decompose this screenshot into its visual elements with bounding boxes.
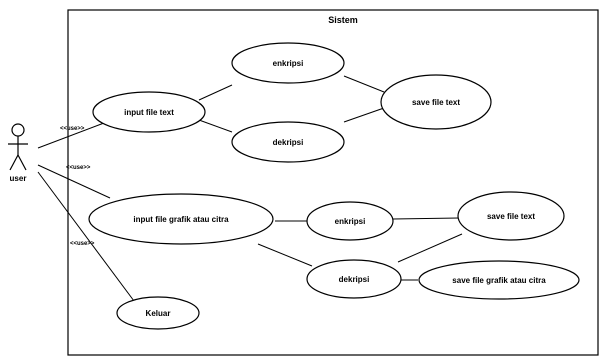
- relation-enkripsi2-save: [392, 217, 460, 220]
- stereotype-label-input-text: <<use>>: [60, 126, 85, 132]
- label-enkripsi-1: enkripsi: [273, 59, 304, 68]
- use-case-save-text-2[interactable]: [457, 191, 565, 241]
- use-case-dekripsi-2[interactable]: [306, 259, 402, 299]
- association-keluar: [37, 171, 135, 302]
- system-boundary: [67, 9, 599, 356]
- system-title: Sistem: [328, 15, 358, 25]
- use-case-dekripsi-1[interactable]: [231, 121, 345, 163]
- association-input-graphic: [37, 164, 111, 199]
- label-enkripsi-2: enkripsi: [335, 217, 366, 226]
- label-dekripsi-2: dekripsi: [339, 275, 370, 284]
- stereotype-label-keluar: <<use>>: [70, 241, 95, 247]
- relation-input-graphic-dekripsi: [257, 243, 313, 267]
- relation-enkripsi-save: [343, 75, 385, 93]
- use-case-enkripsi-2[interactable]: [306, 201, 394, 241]
- label-input-text: input file text: [124, 108, 174, 117]
- use-case-save-graphic[interactable]: [418, 260, 580, 300]
- stereotype-label-input-graphic: <<use>>: [66, 165, 91, 171]
- use-case-keluar[interactable]: [116, 296, 200, 330]
- label-save-graphic: save file grafik atau citra: [452, 276, 546, 285]
- use-case-enkripsi-1[interactable]: [231, 42, 345, 84]
- use-case-input-graphic[interactable]: [88, 193, 274, 245]
- label-save-text-1: save file text: [412, 98, 460, 107]
- relation-input-text-dekripsi: [198, 119, 233, 133]
- label-input-graphic: input file grafik atau citra: [133, 215, 229, 224]
- relation-dekripsi-save: [343, 107, 385, 123]
- use-case-input-text[interactable]: [92, 91, 206, 133]
- label-keluar: Keluar: [146, 309, 171, 318]
- association-input-text: [37, 122, 105, 149]
- relation-dekripsi2-save: [397, 233, 463, 263]
- label-dekripsi-1: dekripsi: [273, 138, 304, 147]
- actor-associations: [37, 122, 135, 302]
- actor-user-icon: [8, 123, 28, 171]
- use-case-relations: [198, 75, 463, 281]
- relation-input-text-enkripsi: [198, 84, 233, 101]
- use-case-save-text-1[interactable]: [380, 74, 492, 130]
- actor-label: user: [10, 174, 27, 183]
- label-save-text-2: save file text: [487, 212, 535, 221]
